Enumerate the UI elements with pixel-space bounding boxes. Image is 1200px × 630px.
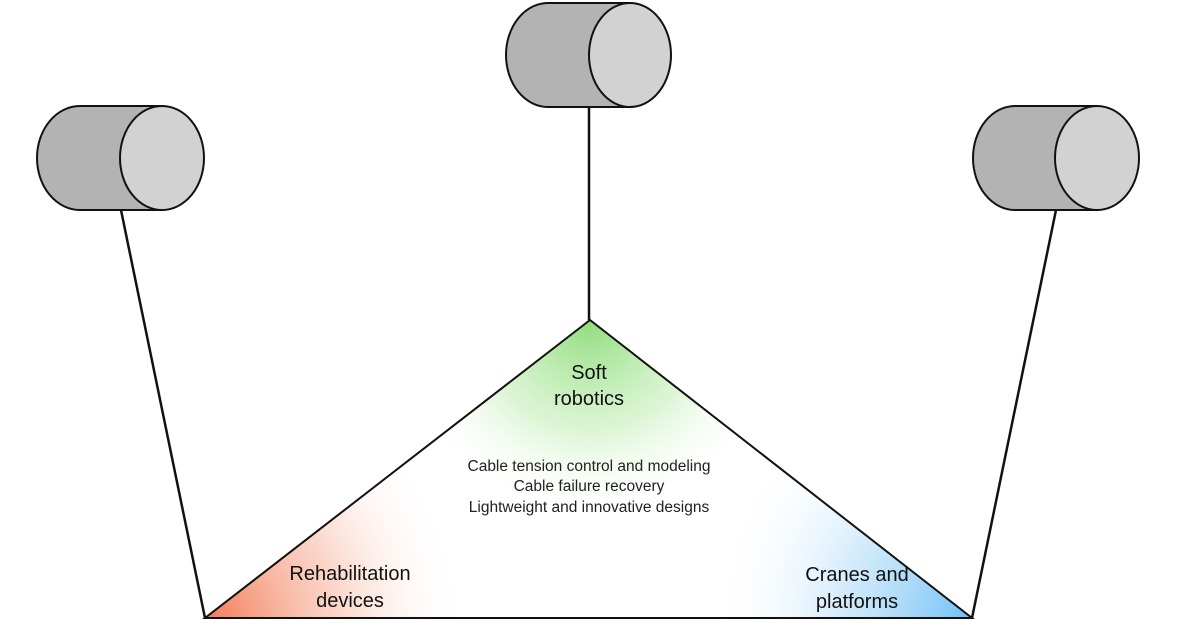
soft-robotics-label-line2: robotics [554,388,624,410]
winch-right [972,105,1140,211]
topic-3: Lightweight and innovative designs [469,499,710,516]
rehabilitation-label-line2: devices [316,590,384,612]
soft-robotics-label-line1: Soft [571,362,607,384]
rehabilitation-label-line1: Rehabilitation [289,563,410,585]
topic-2: Cable failure recovery [514,478,665,495]
cable-right [970,209,1058,619]
winch-right-face [1054,105,1140,211]
topic-1: Cable tension control and modeling [468,458,711,475]
cranes-label-line2: platforms [816,591,898,613]
winch-left-face [119,105,205,211]
winch-top [505,1,672,108]
cranes-label-line1: Cranes and [805,564,908,586]
cables [119,107,1058,619]
winch-left [36,105,205,211]
cable-left [119,209,207,619]
winch-top-face [588,2,672,108]
